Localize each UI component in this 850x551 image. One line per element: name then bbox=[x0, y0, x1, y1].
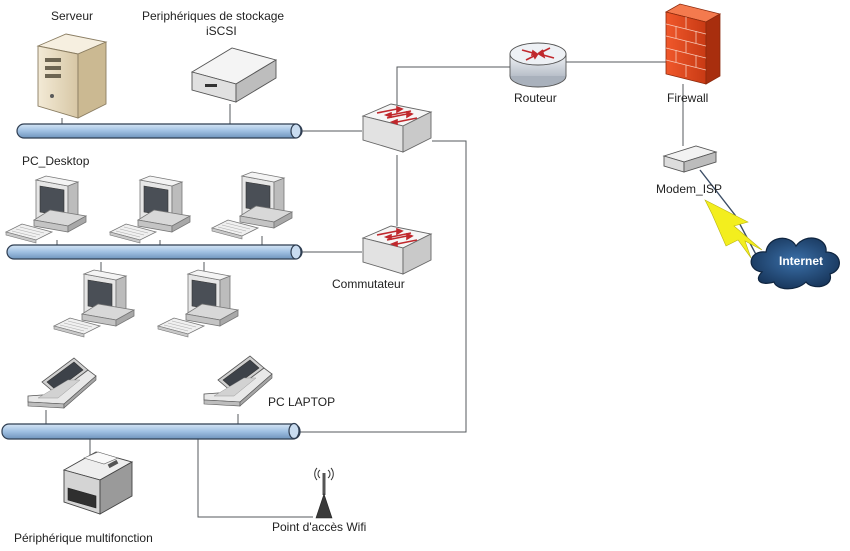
laptop-icon bbox=[203, 355, 273, 407]
label-internet: Internet bbox=[779, 254, 823, 268]
label-modem: Modem_ISP bbox=[656, 182, 722, 196]
label-stockage-line2: iSCSI bbox=[206, 24, 237, 38]
label-routeur: Routeur bbox=[514, 91, 557, 105]
desktop-pc-icon bbox=[211, 171, 293, 240]
label-wifi: Point d'accès Wifi bbox=[272, 520, 366, 534]
label-pc-laptop: PC LAPTOP bbox=[268, 395, 335, 409]
bus-bottom bbox=[1, 422, 301, 440]
bus-top bbox=[16, 123, 303, 139]
desktop-pc-icon bbox=[109, 175, 191, 244]
modem-icon bbox=[662, 145, 718, 173]
bus-middle bbox=[6, 244, 303, 260]
storage-device-icon bbox=[190, 47, 278, 103]
label-serveur: Serveur bbox=[51, 9, 93, 23]
lightning-bolt-icon bbox=[704, 199, 763, 259]
desktop-pc-icon bbox=[5, 175, 87, 244]
wifi-access-point-icon bbox=[314, 467, 334, 519]
cloud-icon bbox=[750, 237, 840, 290]
desktop-pc-icon bbox=[53, 269, 135, 338]
firewall-icon bbox=[664, 3, 722, 85]
router-icon bbox=[509, 42, 567, 88]
label-stockage-line1: Periphériques de stockage bbox=[142, 9, 284, 23]
label-multifonction: Périphérique multifonction bbox=[14, 531, 153, 545]
desktop-pc-icon bbox=[157, 269, 239, 338]
server-icon bbox=[36, 33, 108, 119]
switch-icon bbox=[362, 225, 432, 275]
label-firewall: Firewall bbox=[667, 91, 708, 105]
laptop-icon bbox=[27, 357, 97, 409]
printer-icon bbox=[62, 451, 134, 515]
label-pc-desktop: PC_Desktop bbox=[22, 154, 90, 168]
label-commutateur: Commutateur bbox=[332, 277, 405, 291]
switch-icon bbox=[362, 103, 432, 153]
